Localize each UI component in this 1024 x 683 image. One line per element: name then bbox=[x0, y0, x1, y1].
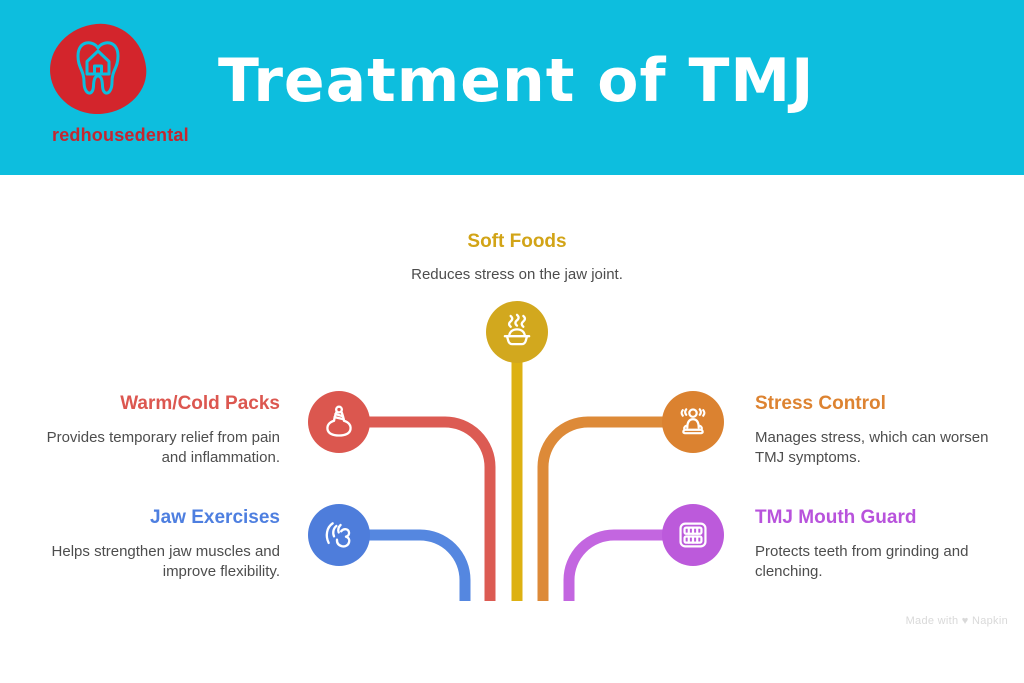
node-jaw-exercises bbox=[308, 504, 370, 566]
node-soft-foods bbox=[486, 301, 548, 363]
desc-jaw-exercises: Helps strengthen jaw muscles and improve… bbox=[51, 543, 280, 580]
label-soft-foods: Soft Foods bbox=[467, 231, 567, 252]
node-tmj-mouth-guard bbox=[662, 504, 724, 566]
tooth-house-icon bbox=[76, 41, 120, 95]
dentures-icon bbox=[679, 522, 707, 548]
connector-stress-control bbox=[537, 416, 694, 601]
jaw-massage-icon bbox=[325, 522, 351, 548]
meditation-icon bbox=[680, 408, 706, 435]
label-warm-cold-packs: Warm/Cold Packs bbox=[120, 393, 280, 414]
connector-jaw-exercises bbox=[339, 529, 471, 601]
label-jaw-exercises: Jaw Exercises bbox=[150, 507, 280, 528]
logo-wordmark: redhousedental bbox=[52, 125, 189, 145]
node-stress-control bbox=[662, 391, 724, 453]
label-tmj-mouth-guard: TMJ Mouth Guard bbox=[755, 507, 917, 528]
connector-warm-cold-packs bbox=[339, 416, 496, 601]
desc-stress-control: Manages stress, which can worsen TMJ sym… bbox=[755, 429, 989, 466]
label-stress-control: Stress Control bbox=[755, 393, 886, 414]
ice-pack-icon bbox=[326, 405, 352, 437]
desc-soft-foods: Reduces stress on the jaw joint. bbox=[411, 266, 623, 283]
logo-blob bbox=[45, 19, 151, 119]
desc-warm-cold-packs: Provides temporary relief from pain and … bbox=[46, 429, 280, 466]
node-warm-cold-packs bbox=[308, 391, 370, 453]
header-banner: redhousedental Treatment of TMJ bbox=[0, 0, 1024, 175]
steaming-dish-icon bbox=[503, 313, 531, 346]
watermark: Made with ♥ Napkin bbox=[905, 615, 1008, 627]
page-title: Treatment of TMJ bbox=[218, 46, 815, 116]
connector-tmj-mouth-guard bbox=[563, 529, 694, 601]
desc-tmj-mouth-guard: Protects teeth from grinding and clenchi… bbox=[755, 543, 969, 580]
